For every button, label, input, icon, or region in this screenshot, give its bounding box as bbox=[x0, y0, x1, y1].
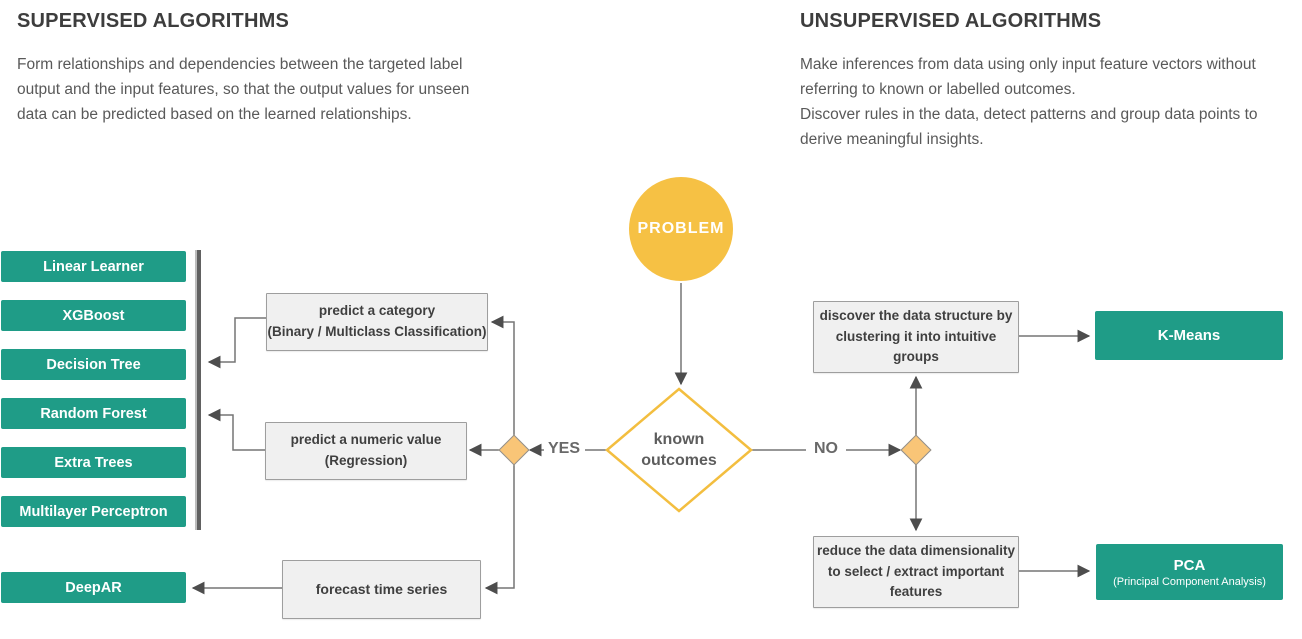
kmeans-label: K-Means bbox=[1157, 327, 1221, 344]
arrow-splitter-to-category bbox=[490, 315, 515, 450]
algorithm-random-forest: Random Forest bbox=[1, 398, 186, 429]
arrow-numeric-to-bar bbox=[207, 408, 265, 451]
no-label: NO bbox=[806, 440, 846, 458]
task-predict-category: predict a category (Binary / Multiclass … bbox=[266, 293, 488, 351]
supervised-description: Form relationships and dependencies betw… bbox=[17, 56, 470, 123]
pca-subtitle: (Principal Component Analysis) bbox=[1113, 575, 1266, 588]
algorithm-decision-tree: Decision Tree bbox=[1, 349, 186, 380]
algorithm-xgboost: XGBoost bbox=[1, 300, 186, 331]
decision-label-line1: known bbox=[653, 431, 705, 448]
task-reduce-dimensionality: reduce the data dimensionality to select… bbox=[813, 536, 1019, 608]
unsupervised-description: Make inferences from data using only inp… bbox=[800, 56, 1258, 148]
problem-node: PROBLEM bbox=[629, 177, 733, 281]
task-predict-numeric-value: predict a numeric value (Regression) bbox=[265, 422, 467, 480]
arrow-splitter-to-forecast bbox=[484, 450, 515, 595]
algorithm-multilayer-perceptron: Multilayer Perceptron bbox=[1, 496, 186, 527]
algorithm-linear-learner: Linear Learner bbox=[1, 251, 186, 282]
algorithm-extra-trees: Extra Trees bbox=[1, 447, 186, 478]
unsupervised-title: UNSUPERVISED ALGORITHMS bbox=[800, 10, 1102, 32]
task-discover-structure: discover the data structure by clusterin… bbox=[813, 301, 1019, 373]
decision-label: known outcomes bbox=[609, 429, 749, 471]
task-forecast-time-series: forecast time series bbox=[282, 560, 481, 619]
decision-label-line2: outcomes bbox=[641, 452, 717, 469]
supervised-title: SUPERVISED ALGORITHMS bbox=[17, 10, 290, 32]
arrow-category-to-bar bbox=[207, 317, 266, 369]
algorithm-kmeans: K-Means bbox=[1095, 311, 1283, 360]
problem-label: PROBLEM bbox=[637, 220, 725, 237]
collector-bar bbox=[195, 250, 201, 530]
algorithm-pca: PCA (Principal Component Analysis) bbox=[1096, 544, 1283, 600]
algorithm-deepar: DeepAR bbox=[1, 572, 186, 603]
decision-diamond bbox=[605, 387, 753, 513]
yes-label: YES bbox=[544, 440, 584, 458]
pca-label: PCA bbox=[1173, 556, 1206, 574]
